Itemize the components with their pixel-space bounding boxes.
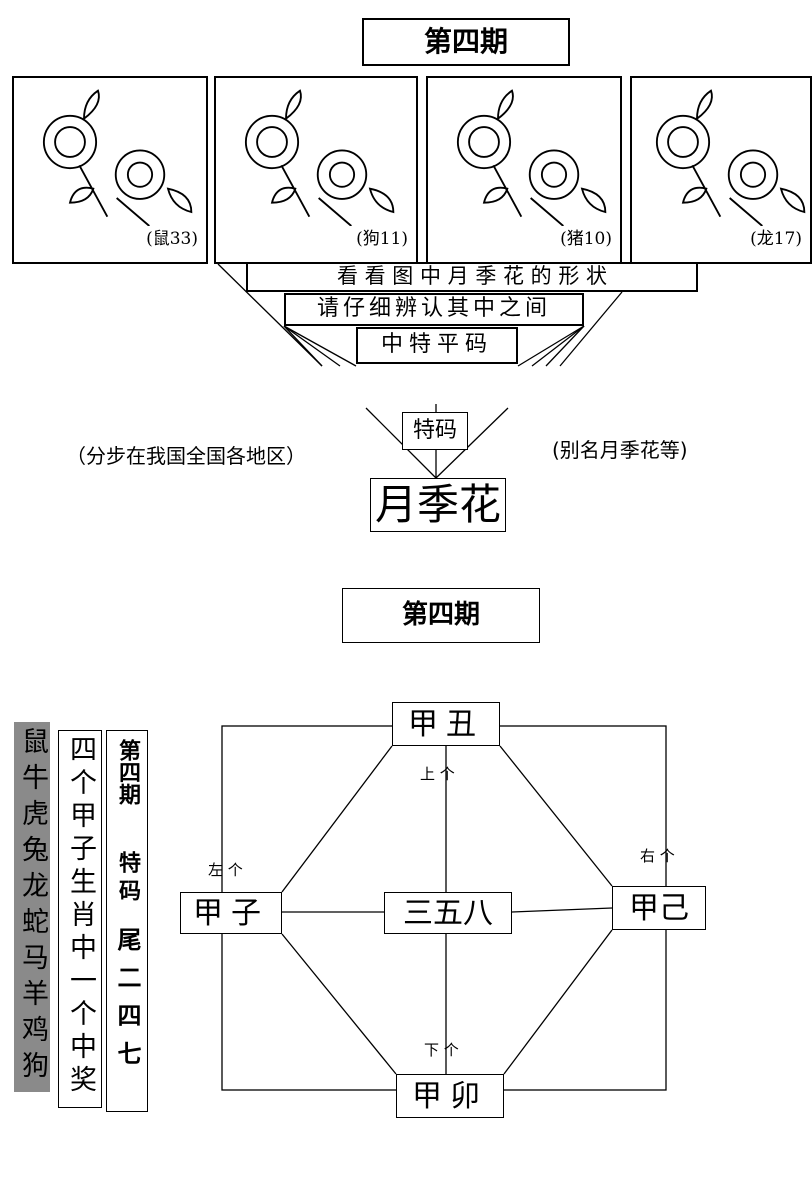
- node-right-text: 甲己: [629, 890, 689, 926]
- node-right: 甲己: [612, 886, 706, 930]
- top-title: 第四期: [423, 24, 508, 58]
- left-label: 左 个: [208, 861, 243, 879]
- instruction-text-2: 请仔细辨认其中之间: [316, 296, 551, 322]
- issue-number: 第四期: [115, 739, 140, 805]
- flower-panel-1: (鼠33): [12, 76, 208, 264]
- flower-illustration: [655, 89, 806, 226]
- flower-panel-2: (狗11): [214, 76, 418, 264]
- top-title-box: 第四期: [362, 18, 570, 66]
- answer-box: 月季花: [370, 478, 506, 532]
- instruction-text-3: 中特平码: [380, 332, 493, 358]
- node-top-text: 甲丑: [408, 706, 484, 742]
- node-bottom: 甲卯: [396, 1074, 504, 1118]
- flower-panel-3: (猪10): [426, 76, 622, 264]
- left-note: （分步在我国全国各地区）: [66, 444, 306, 468]
- issue-tema: 特码: [115, 851, 140, 907]
- instruction-text-1: 看 看 图 中 月 季 花 的 形 状: [336, 264, 608, 289]
- instruction-line-2: 请仔细辨认其中之间: [284, 293, 584, 326]
- right-label: 右 个: [640, 847, 675, 865]
- node-bottom-text: 甲卯: [412, 1078, 488, 1114]
- flower-panel-4: (龙17): [630, 76, 812, 264]
- node-left: 甲子: [180, 892, 282, 934]
- tema-box: 特码: [402, 412, 468, 450]
- panel-label: (狗11): [356, 229, 408, 249]
- second-title-box: 第四期: [342, 588, 540, 643]
- panel-label: (鼠33): [146, 229, 198, 249]
- issue-tail: 尾二四七: [113, 927, 141, 1079]
- tema-label: 特码: [412, 417, 457, 443]
- right-note: (别名月季花等): [552, 438, 688, 462]
- instruction-line-3: 中特平码: [356, 327, 518, 364]
- flower-illustration: [456, 89, 607, 226]
- instruction-line-1: 看 看 图 中 月 季 花 的 形 状: [246, 262, 698, 292]
- node-left-text: 甲子: [193, 895, 269, 931]
- node-center-text: 三五八: [403, 895, 493, 931]
- panel-label: (猪10): [560, 229, 612, 249]
- top-label: 上 个: [420, 765, 455, 783]
- hint-column: 四个甲子生肖中一个中奖: [58, 730, 102, 1108]
- flower-illustration: [42, 89, 193, 226]
- panel-label: (龙17): [750, 229, 802, 249]
- flower-illustration: [244, 89, 395, 226]
- issue-column: 第四期 特码 尾二四七: [106, 730, 148, 1112]
- zodiac-column: 鼠牛虎兔龙蛇马羊鸡狗: [14, 722, 50, 1092]
- second-title: 第四期: [401, 600, 480, 631]
- bottom-label: 下 个: [424, 1041, 459, 1059]
- node-center: 三五八: [384, 892, 512, 934]
- node-top: 甲丑: [392, 702, 500, 746]
- answer-text: 月季花: [374, 479, 501, 529]
